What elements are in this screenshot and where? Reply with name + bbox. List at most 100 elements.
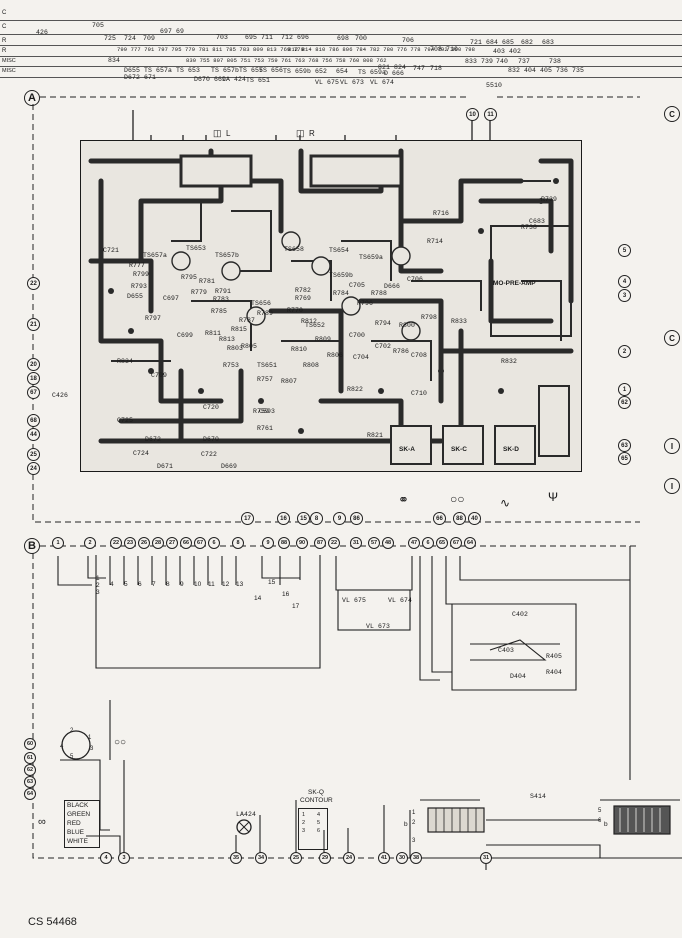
pcb-ref: D672 xyxy=(145,436,162,443)
transformer-label: S414 xyxy=(530,793,547,800)
header-ref: 725 xyxy=(104,35,117,42)
din-pin: 1 xyxy=(88,735,92,741)
header-ref: 737 xyxy=(518,58,531,65)
pcb-ref: TS651 xyxy=(257,362,278,369)
header-ref: 712 696 xyxy=(281,34,310,41)
pcb-ref: C683 xyxy=(529,218,546,225)
pcb-ref: R791 xyxy=(215,288,232,295)
terminal-b-side: 60 xyxy=(24,738,36,750)
terminal-bottom: 16 xyxy=(277,512,290,525)
header-rule xyxy=(0,66,682,67)
header-row-letter: R xyxy=(2,38,7,44)
pcb-ref: R809 xyxy=(315,336,332,343)
terminal-left: 20 xyxy=(27,358,40,371)
mo-preamp-label: MO-PRE-AMP xyxy=(493,280,536,287)
pcb-ref: R770 xyxy=(287,307,304,314)
pcb-ref: TS657b xyxy=(215,252,240,259)
component-r405: R405 xyxy=(546,653,563,660)
coil-right-label: b xyxy=(604,821,608,828)
terminal-b-top: 28 xyxy=(152,537,164,549)
pcb-ref: R761 xyxy=(257,425,274,432)
terminal-right: 3 xyxy=(618,289,631,302)
header-ref: 426 xyxy=(36,29,49,36)
pcb-ref: C710 xyxy=(411,390,428,397)
terminal-b-top: 87 xyxy=(314,537,326,549)
sk-d-label: SK-D xyxy=(503,446,519,453)
terminal-b-bottom: 35 xyxy=(230,852,242,864)
speaker-left-icon: ◫ xyxy=(213,128,222,138)
terminal-b-bottom: 29 xyxy=(319,852,331,864)
header-rule xyxy=(0,20,682,21)
pin-number: 6 xyxy=(138,581,142,588)
pcb-ref: R786 xyxy=(393,348,410,355)
pcb-ref: R753 xyxy=(223,362,240,369)
terminal-right: 1 xyxy=(618,383,631,396)
pcb-ref: R798 xyxy=(421,314,438,321)
speaker-right-label: R xyxy=(309,129,315,138)
pcb-ref: C593 xyxy=(259,408,276,415)
pcb-ref: TS659b xyxy=(329,272,354,279)
terminal-b-bottom: 25 xyxy=(290,852,302,864)
header-ref: D 666 xyxy=(384,70,405,77)
c426-label: C426 xyxy=(52,392,69,399)
pcb-ref: D655 xyxy=(127,293,144,300)
pin-number: 3 xyxy=(96,589,100,596)
header-rule xyxy=(0,34,682,35)
header-ref: 706 xyxy=(402,37,415,44)
tape-deck-icon: ○○ xyxy=(114,737,127,748)
pcb-ref: R797 xyxy=(145,315,162,322)
header-ref: 698 xyxy=(337,35,350,42)
component-c402: C402 xyxy=(512,611,529,618)
header-rule xyxy=(0,56,682,57)
terminal-b-top: 8 xyxy=(232,537,244,549)
header-ref: 705 xyxy=(92,22,105,29)
terminal-b-side: 62 xyxy=(24,764,36,776)
pcb-ref: R812 xyxy=(301,318,318,325)
pcb-traces xyxy=(88,148,574,465)
transformer-pin: 1 xyxy=(412,810,416,816)
transformer-pin: 5 xyxy=(598,808,602,814)
din-pin: 2 xyxy=(70,728,74,734)
terminal-bottom: 8 xyxy=(310,512,323,525)
pcb-ref: C697 xyxy=(163,295,180,302)
pcb-ref: C705 xyxy=(349,282,366,289)
pcb-ref: C721 xyxy=(103,247,120,254)
header-ref: TS 659b 652 xyxy=(283,68,328,75)
terminal-left: 24 xyxy=(27,462,40,475)
terminal-b-top: 26 xyxy=(138,537,150,549)
terminal-b-top: 65 xyxy=(436,537,448,549)
terminal-bottom: 88 xyxy=(453,512,466,525)
pcb-ref: R714 xyxy=(427,238,444,245)
terminal-b-top: 48 xyxy=(382,537,394,549)
terminal-left: 44 xyxy=(27,428,40,441)
pin-number: 5 xyxy=(124,581,128,588)
pcb-ref: D666 xyxy=(384,283,401,290)
header-ref: 683 xyxy=(542,39,555,46)
pcb-ref: R739 xyxy=(541,196,558,203)
terminal-right: 4 xyxy=(618,275,631,288)
header-ref: 695 711 xyxy=(245,34,274,41)
tape-icon: ○○ xyxy=(450,492,465,506)
transformer-pin: 2 xyxy=(412,820,416,826)
terminal-b-side: 64 xyxy=(24,788,36,800)
header-ref: LA 424 xyxy=(222,76,247,83)
pcb-board: TS657a TS653 TS657b TS658 TS654 TS659a T… xyxy=(80,140,582,472)
wire-color: WHITE xyxy=(67,838,88,845)
pin-number: 7 xyxy=(152,581,156,588)
pin-number: 9 xyxy=(180,581,184,588)
speaker-right-icon: ◫ xyxy=(296,128,305,138)
pin-number: 4 xyxy=(110,581,114,588)
header-ref: 812 814 810 786 806 784 782 780 776 778 … xyxy=(288,46,476,53)
header-ref: 697 69 xyxy=(160,28,185,35)
drawing-number: CS 54468 xyxy=(28,916,77,928)
terminal-bottom: 9 xyxy=(333,512,346,525)
terminal-b-top: 57 xyxy=(368,537,380,549)
header-ref: D655 xyxy=(124,67,141,74)
header-ref: 834 xyxy=(108,57,121,64)
side-label: C xyxy=(664,106,680,122)
pcb-ref: R806 xyxy=(327,352,344,359)
lamp-label: LA424 xyxy=(236,811,257,818)
terminal-b-top: 31 xyxy=(350,537,362,549)
vl-right-label: VL 674 xyxy=(388,597,413,604)
